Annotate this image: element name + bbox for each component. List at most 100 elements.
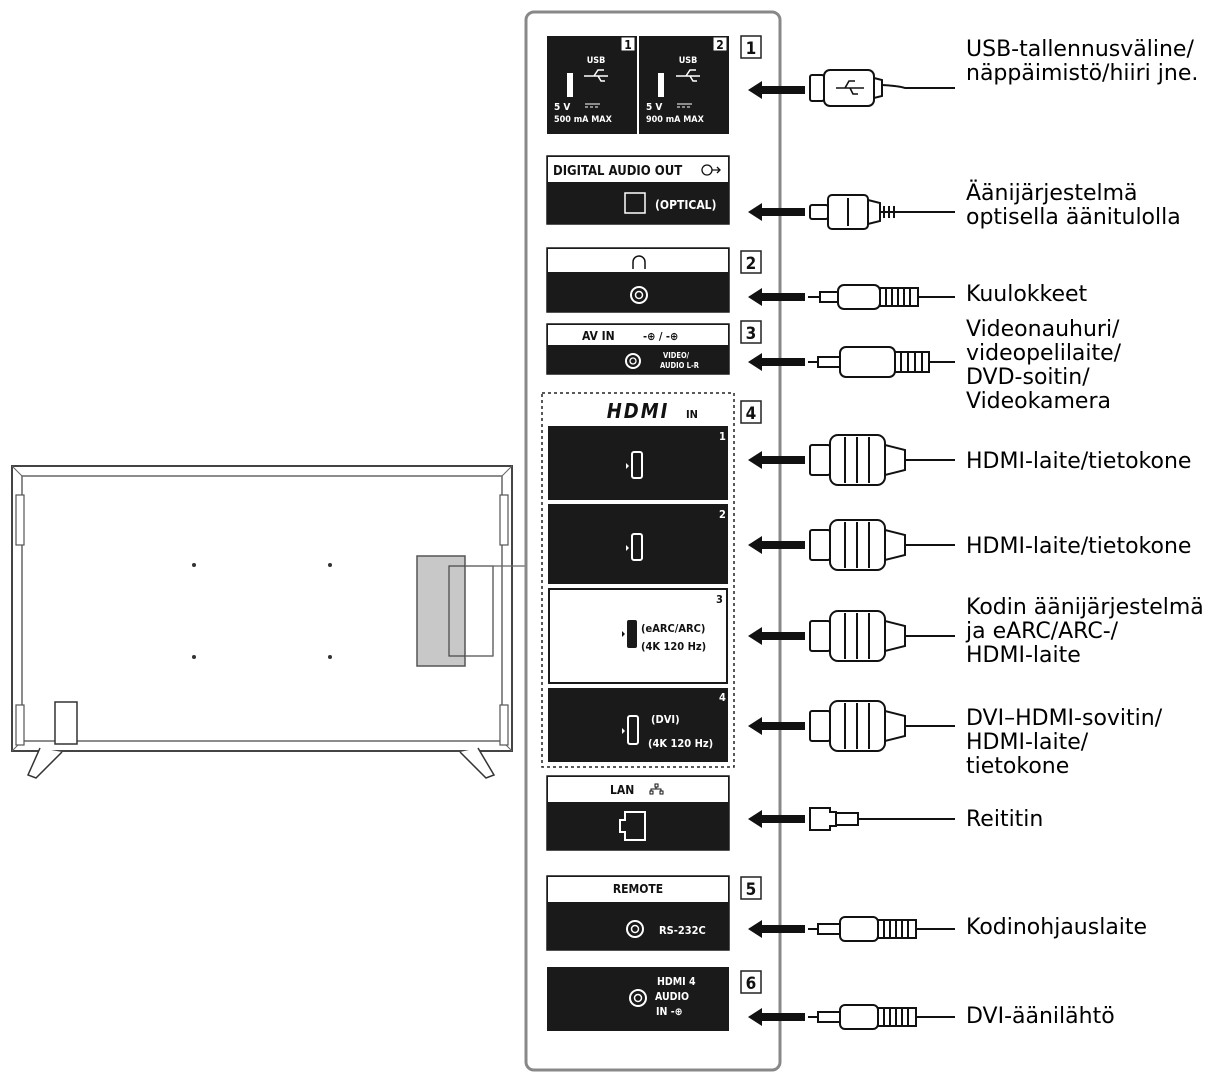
remote-num: 5 <box>746 880 757 900</box>
label-line: Kodinohjauslaite <box>966 915 1148 940</box>
headphone-num: 2 <box>746 254 757 274</box>
label-av: Videonauhuri/ videopelilaite/ DVD-soitin… <box>966 318 1121 414</box>
label-hdmi-1: HDMI-laite/tietokone <box>966 450 1191 474</box>
hdmi-audio-line1: HDMI 4 <box>657 976 696 988</box>
hdmi-sub-4: 4 <box>719 691 726 704</box>
lan-cable-icon <box>809 807 955 831</box>
hdmi-cable-icon <box>809 610 955 662</box>
hdmi-audio-num: 6 <box>746 974 757 994</box>
hdmi-sub-2: 2 <box>719 508 726 521</box>
ethernet-port-icon <box>619 811 646 841</box>
optical-cable-icon <box>809 194 955 230</box>
usb-current-2: 900 mA MAX <box>646 115 705 125</box>
digital-audio-sub: (OPTICAL) <box>655 198 717 212</box>
hdmi-audio-line2: AUDIO <box>655 991 689 1003</box>
hdmi-connector-icon <box>627 715 639 745</box>
hdmi-sub-1: 1 <box>719 430 726 443</box>
label-dvi-audio: DVI-äänilähtö <box>966 1005 1115 1029</box>
headphone-cable-icon <box>808 284 955 310</box>
usb-ports: 1 2 USB USB 5 V 5 V 500 mA MAX 900 mA MA… <box>547 35 762 134</box>
headphone-port: 2 <box>546 247 762 313</box>
hdmi-port-3 <box>548 588 728 684</box>
label-line: Äänijärjestelmä <box>966 181 1138 206</box>
hdmi-cable-icon <box>809 519 955 571</box>
remote-cable-icon <box>808 916 955 942</box>
digital-audio-port: DIGITAL AUDIO OUT (OPTICAL) <box>546 155 730 225</box>
hdmi-connector-icon <box>631 451 643 479</box>
av-in-title: AV IN <box>582 329 615 343</box>
usb-current-1: 500 mA MAX <box>554 115 613 125</box>
label-line: ja eARC/ARC-/ <box>966 619 1119 644</box>
digital-audio-title: DIGITAL AUDIO OUT <box>553 164 682 179</box>
hdmi-cable-icon <box>809 700 955 752</box>
usb-num: 1 <box>746 39 757 59</box>
label-line: HDMI-laite/tietokone <box>966 449 1192 474</box>
usb-port-1 <box>547 36 637 134</box>
label-hdmi-4: DVI–HDMI-sovitin/ HDMI-laite/ tietokone <box>966 707 1162 779</box>
av-in-port: AV IN -⊕ / -⊕ VIDEO/ AUDIO L-R 3 <box>546 320 762 375</box>
hdmi-connector-icon <box>631 533 643 561</box>
label-line: tietokone <box>966 754 1070 779</box>
usb-port-2 <box>639 36 729 134</box>
av-in-symbol: -⊕ / -⊕ <box>643 330 678 343</box>
av-in-sub2: AUDIO L-R <box>660 361 700 370</box>
usb-sub-1: 1 <box>624 38 632 52</box>
label-lan: Reititin <box>966 808 1043 832</box>
hdmi-3-label2: (4K 120 Hz) <box>641 640 706 653</box>
remote-sub: RS-232C <box>659 924 706 937</box>
headphone-icon <box>632 255 646 269</box>
av-in-sub1: VIDEO/ <box>663 351 690 360</box>
label-line: HDMI-laite/tietokone <box>966 534 1192 559</box>
label-optical: Äänijärjestelmä optisella äänitulolla <box>966 182 1181 230</box>
arrows <box>748 81 805 1026</box>
terminal-highlight <box>416 555 466 667</box>
label-line: Reititin <box>966 807 1044 832</box>
hdmi-audio-line3: IN -⊕ <box>656 1006 683 1018</box>
hdmi-num: 4 <box>746 404 757 424</box>
hdmi-logo: HDMI <box>607 399 670 423</box>
label-line: Videonauhuri/ <box>966 317 1120 342</box>
usb-text-2: USB <box>679 56 698 66</box>
label-line: Kodin äänijärjestelmä <box>966 595 1204 620</box>
label-remote: Kodinohjauslaite <box>966 916 1147 940</box>
hdmi-cable-icon <box>809 434 955 486</box>
hdmi-4-label2: (4K 120 Hz) <box>648 737 713 750</box>
usb-cable-icon <box>809 69 955 107</box>
label-usb: USB-tallennusväline/ näppäimistö/hiiri j… <box>966 38 1198 86</box>
hdmi-audio-in-port: HDMI 4 AUDIO IN -⊕ 6 <box>547 967 762 1031</box>
usb-text-1: USB <box>587 56 606 66</box>
lan-title: LAN <box>610 783 634 797</box>
label-line: näppäimistö/hiiri jne. <box>966 61 1199 86</box>
label-line: DVI–HDMI-sovitin/ <box>966 706 1163 731</box>
label-hdmi-2: HDMI-laite/tietokone <box>966 535 1191 559</box>
audio-cable-icon <box>808 1004 955 1030</box>
usb-volt-1: 5 V <box>554 102 570 113</box>
av-in-num: 3 <box>746 324 757 344</box>
av-cable-icon <box>808 346 955 378</box>
label-line: HDMI-laite/ <box>966 730 1089 755</box>
label-line: Videokamera <box>966 389 1111 414</box>
label-line: videopelilaite/ <box>966 341 1122 366</box>
usb-volt-2: 5 V <box>646 102 662 113</box>
hdmi-sub-3: 3 <box>716 593 723 606</box>
hdmi-ports: HDMI IN 4 1 2 3 (eARC/ARC) (4K 120 Hz) 4… <box>541 392 762 768</box>
tv-rear-view <box>11 465 527 779</box>
hdmi-in: IN <box>686 408 698 421</box>
label-hdmi-3: Kodin äänijärjestelmä ja eARC/ARC-/ HDMI… <box>966 596 1204 668</box>
label-line: DVD-soitin/ <box>966 365 1090 390</box>
lan-port: LAN <box>546 775 730 851</box>
hdmi-4-label1: (DVI) <box>651 713 680 726</box>
hdmi-connector-icon <box>627 620 637 648</box>
usb-symbol-icon <box>584 69 700 82</box>
optical-port-icon <box>624 192 646 214</box>
hdmi-port-1 <box>548 426 728 500</box>
cables <box>808 69 955 1030</box>
hdmi-port-2 <box>548 504 728 584</box>
remote-port: REMOTE RS-232C 5 <box>546 875 762 951</box>
label-headphone: Kuulokkeet <box>966 283 1087 307</box>
remote-title: REMOTE <box>613 882 663 896</box>
label-line: HDMI-laite <box>966 643 1081 668</box>
usb-sub-2: 2 <box>716 38 724 52</box>
label-line: USB-tallennusväline/ <box>966 37 1194 62</box>
